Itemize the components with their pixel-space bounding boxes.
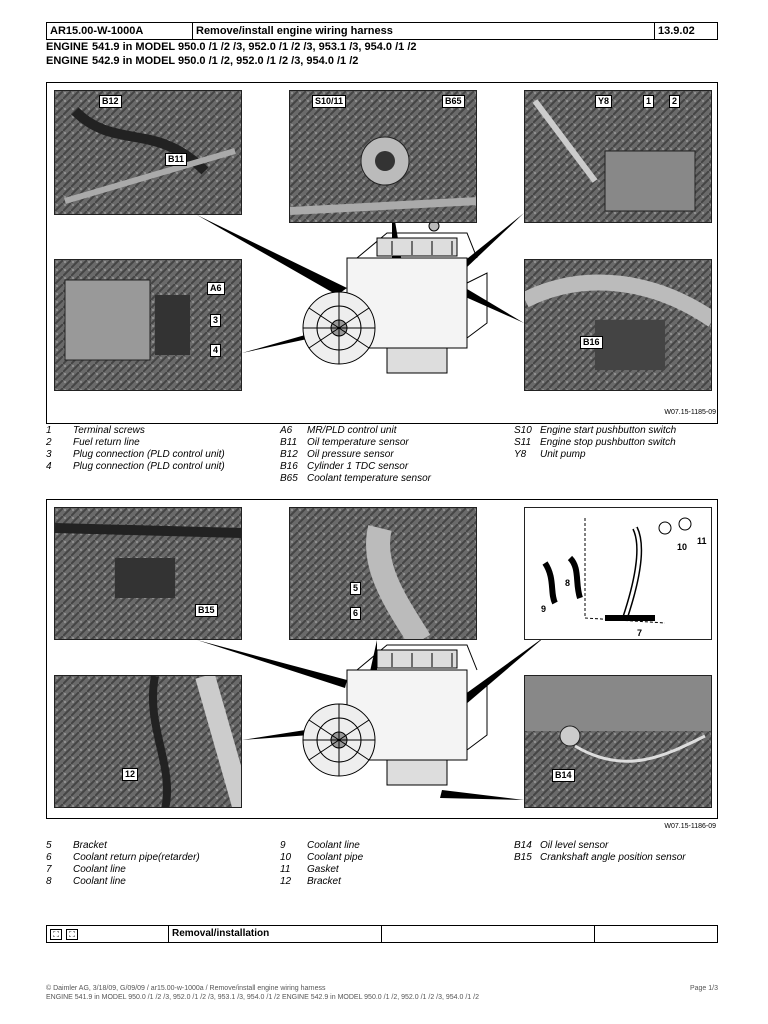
step-table: ⛶ ⛶ Removal/installation <box>46 925 718 943</box>
doc-date: 13.9.02 <box>658 25 695 37</box>
label-4: 4 <box>210 344 222 357</box>
figure-1: B12 B11 S10/11 B65 Y8 1 2 A6 3 4 B16 <box>46 82 718 424</box>
installation-icon: ⛶ <box>66 928 78 940</box>
drawing-coolant-lines: 10 11 8 9 7 <box>524 507 712 640</box>
label-s10-11: S10/11 <box>312 95 347 108</box>
photo-switches: S10/11 B65 <box>289 90 477 223</box>
step-cell-empty-2 <box>595 926 717 942</box>
photo-coolant-pipe: 5 6 <box>289 507 477 640</box>
page-footer: © Daimler AG, 3/18/09, G/09/09 / ar15.00… <box>46 984 718 1002</box>
label-5: 5 <box>350 582 362 595</box>
photo-crank-sensor: B15 <box>54 507 242 640</box>
label-b12: B12 <box>99 95 122 108</box>
label-3: 3 <box>210 314 222 327</box>
label-b16: B16 <box>580 336 603 349</box>
label-a6: A6 <box>207 282 225 295</box>
removal-icon: ⛶ <box>50 928 62 940</box>
label-y8: Y8 <box>595 95 613 108</box>
photo-control-unit: A6 3 4 <box>54 259 242 391</box>
label-7: 7 <box>635 628 645 639</box>
photo-tdc-sensor: B16 <box>524 259 712 391</box>
step-label: Removal/installation <box>169 926 382 942</box>
label-b65: B65 <box>442 95 465 108</box>
step-cell-empty-1 <box>382 926 595 942</box>
label-b11: B11 <box>165 153 188 166</box>
label-8: 8 <box>563 578 573 589</box>
figure-2-drawing <box>197 635 547 800</box>
photo-oil-sensors: B12 B11 <box>54 90 242 215</box>
label-b14: B14 <box>552 769 575 782</box>
photo-oil-level: B14 <box>524 675 712 808</box>
figure-2: B15 5 6 10 11 8 9 7 12 B14 <box>46 499 718 819</box>
document-header: AR15.00-W-1000A Remove/install engine wi… <box>46 22 718 40</box>
footer-line-2: ENGINE 541.9 in MODEL 950.0 /1 /2 /3, 95… <box>46 994 479 1001</box>
label-2: 2 <box>669 95 681 108</box>
figure-1-drawing <box>197 203 524 374</box>
photo-bracket: 12 <box>54 675 242 808</box>
figure-2-code: W07.15-1186-09 <box>664 823 716 830</box>
page-number: Page 1/3 <box>689 985 718 992</box>
label-1: 1 <box>643 95 655 108</box>
engine-drawing <box>302 215 488 374</box>
footer-line-1: © Daimler AG, 3/18/09, G/09/09 / ar15.00… <box>46 985 326 992</box>
figure-1-code: W07.15-1185-09 <box>664 409 716 416</box>
label-11: 11 <box>695 536 709 547</box>
photo-unit-pump: Y8 1 2 <box>524 90 712 223</box>
tool-icons: ⛶ ⛶ <box>47 926 169 942</box>
doc-id: AR15.00-W-1000A <box>47 23 193 39</box>
label-10: 10 <box>675 542 690 553</box>
engine-drawing-2 <box>302 644 488 786</box>
label-b15: B15 <box>195 604 218 617</box>
label-6: 6 <box>350 607 362 620</box>
label-9: 9 <box>539 604 549 615</box>
label-12: 12 <box>122 768 139 781</box>
doc-title: Remove/install engine wiring harness <box>193 23 655 39</box>
